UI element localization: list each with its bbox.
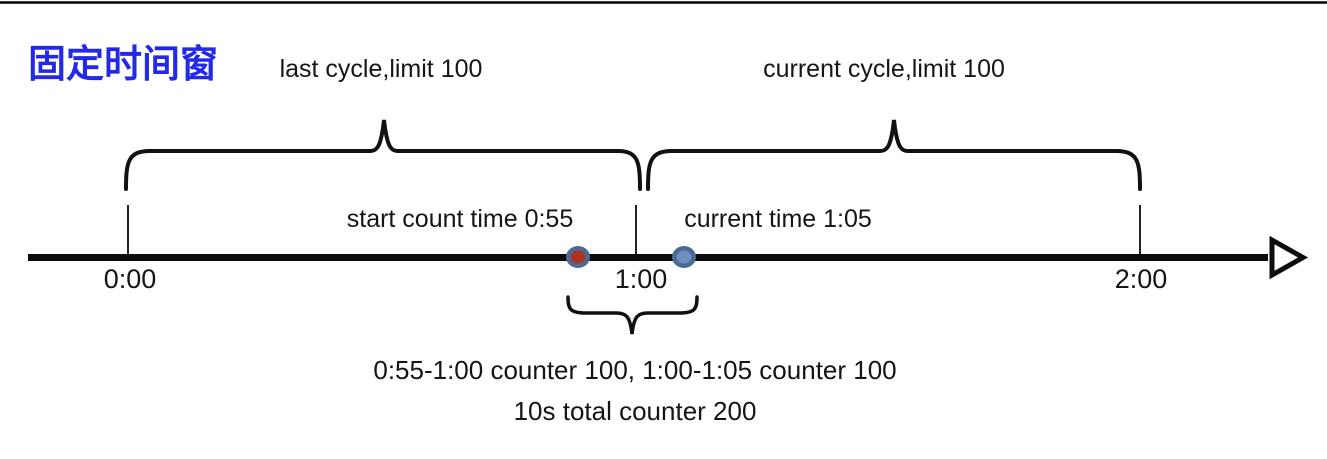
tick-label-1-00: 1:00 [614, 264, 668, 294]
last-cycle-brace [124, 119, 642, 191]
counter-summary-line1: 0:55-1:00 counter 100, 1:00-1:05 counter… [373, 355, 897, 385]
current-cycle-label: current cycle,limit 100 [763, 55, 1005, 83]
last-cycle-label: last cycle,limit 100 [279, 55, 483, 83]
current-time-label: current time 1:05 [684, 205, 872, 233]
tick-label-2-00: 2:00 [1114, 264, 1168, 294]
timeline-arrowhead-icon [1269, 235, 1309, 280]
counting-window-brace [566, 295, 699, 335]
start-count-time-label: start count time 0:55 [346, 205, 574, 233]
page-title: 固定时间窗 [28, 44, 219, 86]
counter-summary-line2: 10s total counter 200 [513, 396, 757, 426]
start-count-marker-dot [570, 250, 586, 264]
tick-label-0-00: 0:00 [103, 264, 157, 294]
current-cycle-brace [646, 119, 1142, 191]
current-time-marker-dot [676, 250, 692, 264]
